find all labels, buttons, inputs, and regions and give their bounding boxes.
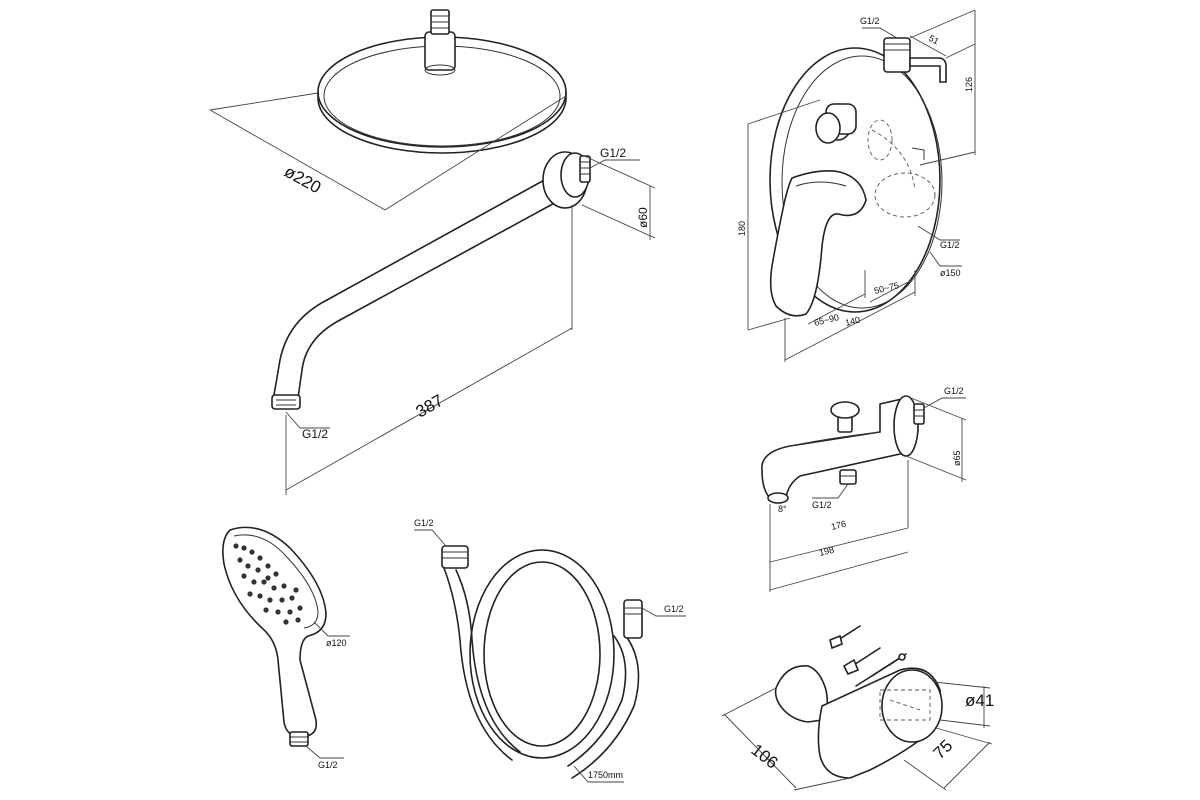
spout-angle-label: 8° [778, 504, 787, 514]
shower-arm: G1/2 ø60 387 G1/2 [271, 146, 656, 495]
spray-nozzles [233, 543, 303, 625]
spout-thread-label: G1/2 [944, 386, 964, 396]
mixer-depth-total-label: 140 [844, 315, 861, 328]
arm-outlet-thread-label: G1/2 [302, 427, 328, 441]
hand-shower-thread-label: G1/2 [318, 760, 338, 770]
spout-inlet-label: G1/2 [812, 500, 832, 510]
bath-spout: G1/2 ø65 G1/2 8° 176 198 [761, 386, 967, 592]
mixer-top-height-label: 126 [964, 77, 974, 92]
mixer-plate-label: ø150 [940, 268, 961, 278]
mixer-side-thread-label: G1/2 [940, 240, 960, 250]
mixer-inlet-top-label: G1/2 [860, 16, 880, 26]
spout-flange-label: ø65 [952, 450, 962, 466]
hose-thread-b-label: G1/2 [664, 604, 684, 614]
hand-shower: ø120 G1/2 [222, 526, 350, 770]
wall-holder: ø41 106 75 [721, 625, 994, 791]
head-diameter-label: ø220 [281, 162, 324, 197]
arm-flange-label: ø60 [636, 207, 650, 228]
concealed-mixer: G1/2 51 126 180 G1/2 ø150 65~90 50~75 14… [737, 9, 976, 362]
holder-depth-label: 75 [930, 736, 957, 763]
shower-hose: G1/2 G1/2 1750mm [414, 518, 686, 783]
mixer-height-label: 180 [737, 221, 747, 236]
spout-len-b-label: 198 [818, 545, 835, 558]
arm-length-label: 387 [413, 391, 447, 422]
rain-shower-head: ø220 [209, 9, 567, 211]
spout-len-a-label: 176 [830, 519, 847, 532]
mixer-top-offset-label: 51 [927, 33, 941, 47]
hose-thread-a-label: G1/2 [414, 518, 434, 528]
holder-dia-label: ø41 [965, 691, 994, 710]
mixer-depth-a-label: 65~90 [813, 312, 840, 328]
hand-shower-dia-label: ø120 [326, 638, 347, 648]
mounting-screws [829, 625, 907, 697]
hose-length-label: 1750mm [588, 770, 623, 780]
arm-thread-label: G1/2 [600, 146, 626, 160]
